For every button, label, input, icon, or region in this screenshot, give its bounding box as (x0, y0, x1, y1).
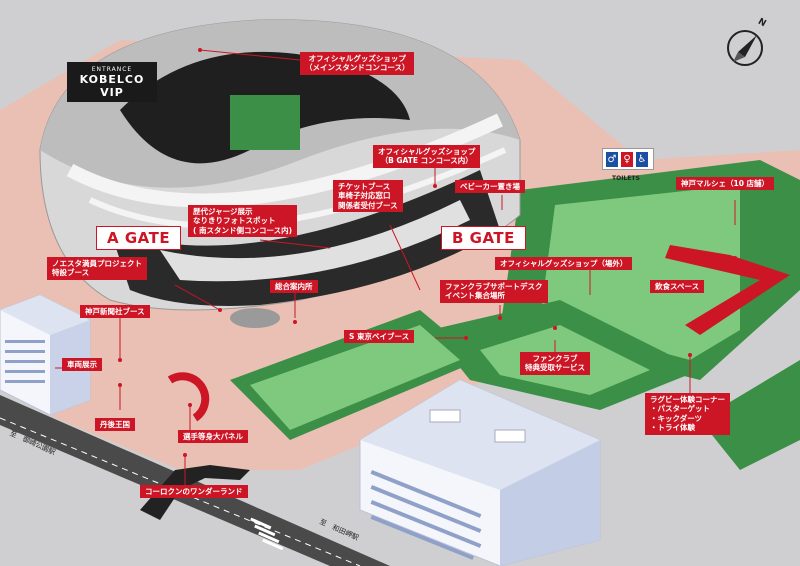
label-ticket-line1: チケットブース (338, 182, 391, 191)
marker-korokun (183, 453, 187, 457)
label-korokun: コーロクンのワンダーランド (140, 485, 248, 499)
a-gate: A GATE (96, 226, 182, 250)
marker-shop-bgate (433, 184, 437, 188)
label-noesta: ノエスタ満員プロジェクト 特設ブース (47, 257, 147, 280)
label-shop-bgate-line1: オフィシャルグッズショップ (378, 147, 476, 156)
toilets-label: TOILETS (612, 175, 640, 182)
label-noesta-line2: 特設ブース (52, 268, 90, 278)
label-stroller: ベビーカー置き場 (455, 180, 525, 194)
label-rugby: ラグビー体験コーナー ・パスターゲット ・キックダーツ ・トライ体験 (645, 393, 730, 435)
label-fanclub-benefit-line2: 特典受取サービス (525, 363, 585, 373)
vip-line1: ENTRANCE (91, 66, 133, 73)
label-ticket-line2: 車椅子対応窓口 (338, 191, 391, 201)
label-jersey-line1: 歴代ジャージ展示 (193, 207, 253, 216)
label-jersey-line3: ( 南スタンド側コンコース内) (193, 225, 293, 235)
korokun-path (140, 465, 250, 520)
marker-kobe-marche (733, 256, 737, 260)
marker-panel (188, 403, 192, 407)
vip-line2: KOBELCO VIP (79, 73, 145, 99)
marker-info (293, 320, 297, 324)
marker-tanba (118, 383, 122, 387)
b-gate: B GATE (441, 226, 526, 250)
label-shop-bgate-line2: （B GATE コンコース内） (380, 156, 473, 166)
marker-s-tokyo (464, 336, 468, 340)
building-left (0, 294, 91, 416)
label-eating: 飲食スペース (650, 280, 705, 294)
male-toilet-icon: ♂ (606, 152, 618, 167)
label-rugby-line1: ラグビー体験コーナー (650, 395, 725, 404)
compass-icon (727, 30, 763, 66)
label-rugby-line3: ・キックダーツ (650, 413, 703, 423)
label-jersey-line2: なりきりフォトスポット (193, 216, 276, 226)
label-tanba: 丹後王国 (95, 418, 135, 432)
label-rugby-line2: ・パスターゲット (650, 404, 710, 414)
label-fanclub-benefit-line1: ファンクラブ (532, 354, 578, 363)
label-shop-main: オフィシャルグッズショップ （メインスタンドコンコース） (300, 52, 415, 75)
building-right (359, 379, 601, 566)
label-kobe-marche: 神戸マルシェ（10 店舗） (676, 177, 775, 191)
label-shop-bgate: オフィシャルグッズショップ （B GATE コンコース内） (373, 145, 481, 168)
label-fanclub-desk-line2: イベント集合場所 (445, 291, 505, 301)
label-shop-outdoor: オフィシャルグッズショップ（場外） (495, 257, 633, 271)
label-s-tokyo: S 東京ベイブース (344, 330, 415, 344)
marker-fanclub-benefit (553, 326, 557, 330)
marker-fanclub-desk (498, 316, 502, 320)
marker-kobe-shinbun (118, 358, 122, 362)
korokun-loop (167, 372, 210, 422)
label-vehicle: 車両展示 (62, 358, 102, 372)
label-shop-main-line2: （メインスタンドコンコース） (305, 63, 410, 73)
label-shop-main-line1: オフィシャルグッズショップ (308, 54, 406, 63)
entrance-vip-sign: ENTRANCE KOBELCO VIP (67, 62, 157, 102)
eating-path (665, 245, 790, 335)
label-jersey: 歴代ジャージ展示 なりきりフォトスポット ( 南スタンド側コンコース内) (188, 205, 298, 238)
toilet-sign: ♂ ♀ ♿ (602, 148, 654, 170)
label-panel: 選手等身大パネル (178, 430, 248, 444)
label-noesta-line1: ノエスタ満員プロジェクト (52, 259, 142, 268)
label-ticket-booth: チケットブース 車椅子対応窓口 関係者受付ブース (333, 180, 403, 213)
field-green-4 (700, 360, 800, 470)
label-fanclub-desk: ファンクラブサポートデスク イベント集合場所 (440, 280, 548, 303)
road-line (0, 417, 361, 566)
female-toilet-icon: ♀ (621, 152, 633, 167)
label-rugby-line4: ・トライ体験 (650, 423, 695, 433)
label-ticket-line3: 関係者受付ブース (338, 200, 398, 210)
marker-shop-main (198, 48, 202, 52)
label-kobe-shinbun: 神戸新聞社ブース (80, 305, 150, 319)
label-fanclub-desk-line1: ファンクラブサポートデスク (445, 282, 543, 291)
marker-noesta (218, 308, 222, 312)
marker-rugby (688, 353, 692, 357)
field-green-3-inner (250, 325, 460, 430)
wheelchair-icon: ♿ (636, 152, 648, 167)
label-fanclub-benefit: ファンクラブ 特典受取サービス (520, 352, 590, 375)
leader-lines (55, 49, 736, 490)
label-info-center: 総合案内所 (270, 280, 318, 294)
crosswalk (250, 517, 284, 551)
